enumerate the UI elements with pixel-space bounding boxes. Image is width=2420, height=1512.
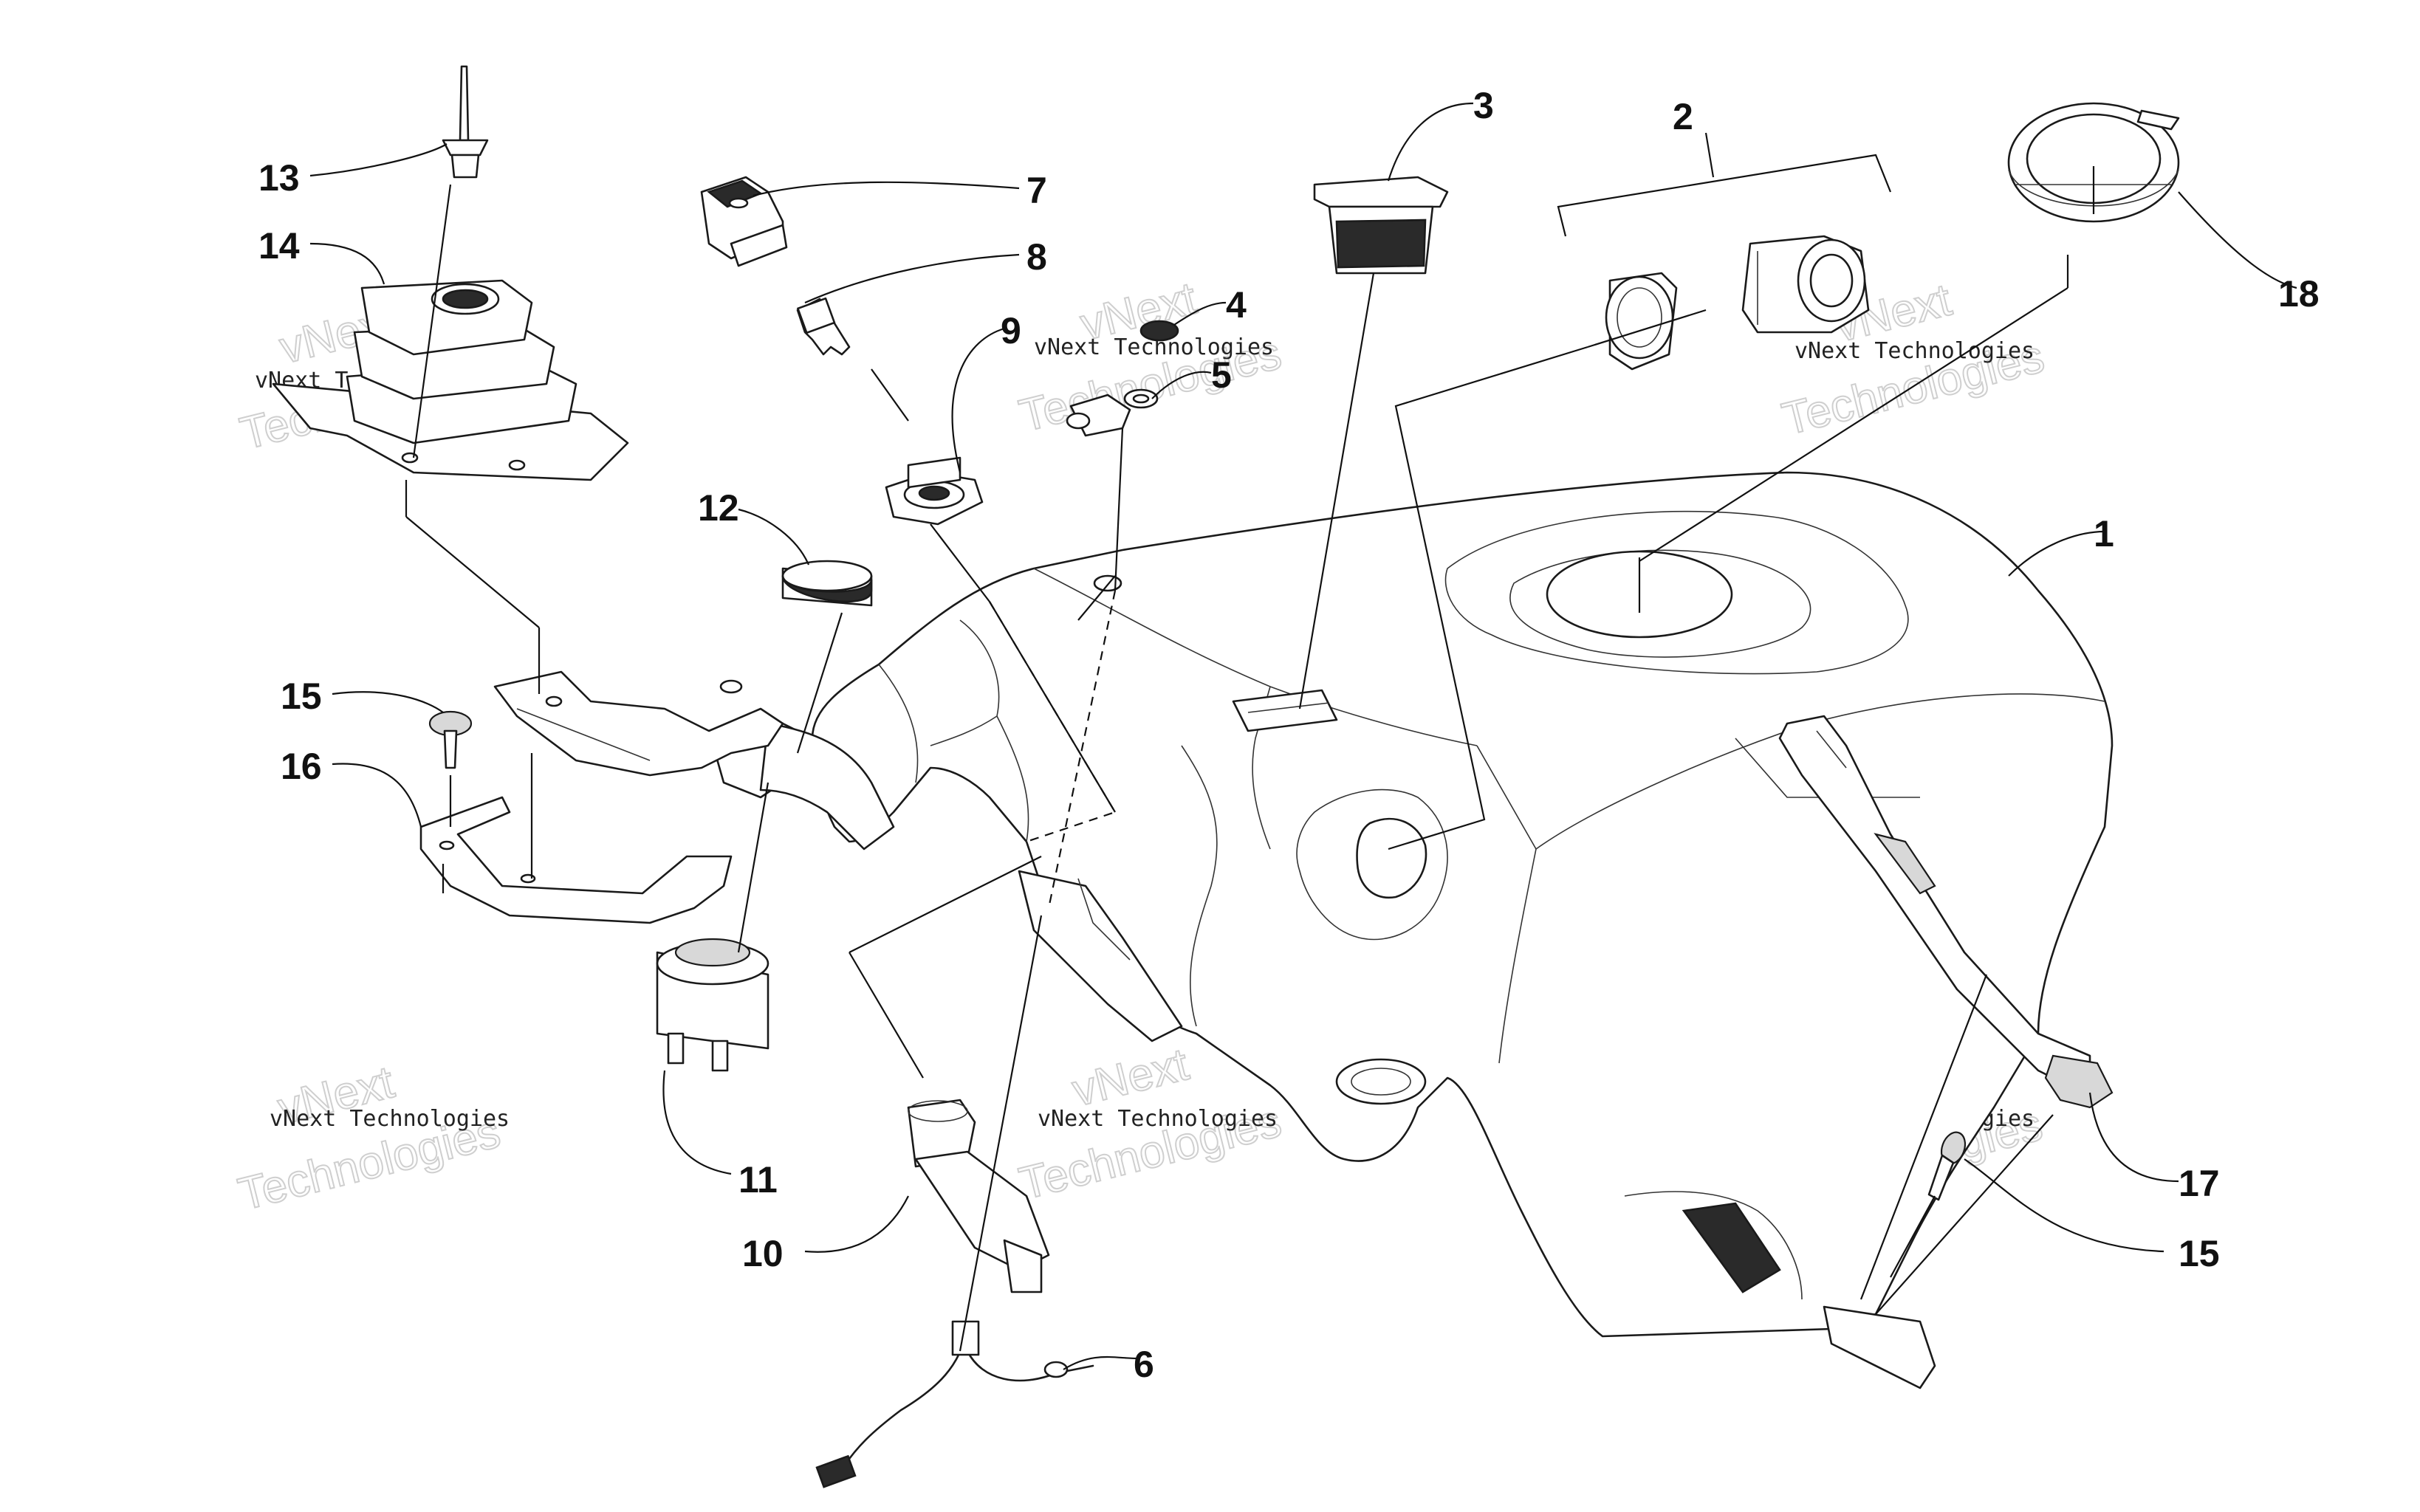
part-11-ignition-switch — [656, 938, 769, 1072]
watermark-text-top-right: vNext Technologies — [1795, 338, 2035, 364]
part-7-key-cap — [700, 176, 788, 267]
front-tab — [1823, 1305, 1936, 1389]
part-3-switch — [1313, 176, 1449, 275]
callout-7: 7 — [1026, 170, 1047, 211]
callout-6: 6 — [1134, 1344, 1154, 1385]
part-6-wire — [815, 1320, 1094, 1488]
callout-10: 10 — [742, 1233, 784, 1274]
callout-2: 2 — [1673, 96, 1693, 137]
callout-1: 1 — [2094, 513, 2114, 554]
callout-15-right: 15 — [2179, 1233, 2220, 1274]
part-8-key — [796, 297, 851, 356]
part-14-rubber-boot — [272, 279, 629, 481]
part-2-filler-cap — [1605, 235, 1870, 371]
part-12-knob — [781, 560, 873, 607]
callout-12: 12 — [698, 487, 739, 529]
callout-9: 9 — [1001, 310, 1021, 351]
callout-labels: 1 2 3 4 5 6 7 8 9 10 11 12 13 14 15 16 1… — [258, 85, 2320, 1385]
part-18-ring — [2007, 102, 2180, 223]
svg-text:vNext: vNext — [1067, 1039, 1193, 1116]
callout-18: 18 — [2278, 273, 2320, 315]
part-15-screw-left — [428, 710, 473, 769]
callout-14: 14 — [258, 225, 300, 267]
callout-3: 3 — [1473, 85, 1494, 126]
callout-17: 17 — [2179, 1163, 2220, 1204]
part-17-strap — [1778, 715, 2114, 1109]
callout-4: 4 — [1226, 284, 1247, 326]
part-9-nut — [885, 456, 984, 526]
part-5-grommet — [1066, 388, 1159, 437]
ignition-opening — [1356, 817, 1427, 899]
watermark-text-bottom-left: vNext Technologies — [270, 1106, 510, 1132]
callout-16: 16 — [281, 746, 322, 787]
part-16-bracket-plate — [493, 670, 784, 777]
part-13-rivet — [442, 65, 489, 179]
part-10-sensor — [907, 1099, 1050, 1293]
callout-8: 8 — [1026, 236, 1047, 278]
switch-slot — [1232, 689, 1338, 732]
leader-lines — [309, 102, 2297, 1370]
callout-15-left: 15 — [281, 676, 322, 717]
part-1-tank-cover — [707, 471, 2114, 1389]
part-4-nut — [1139, 320, 1179, 342]
part-15-screw-right — [1927, 1131, 1967, 1201]
callout-11: 11 — [738, 1159, 778, 1200]
part-16-lower-bracket — [419, 796, 733, 924]
front-vent — [1682, 1202, 1781, 1293]
callout-5: 5 — [1211, 354, 1232, 396]
watermark-text-bottom-center: vNext Technologies — [1038, 1106, 1278, 1132]
callout-13: 13 — [258, 157, 300, 199]
lower-hole — [1335, 1058, 1427, 1105]
